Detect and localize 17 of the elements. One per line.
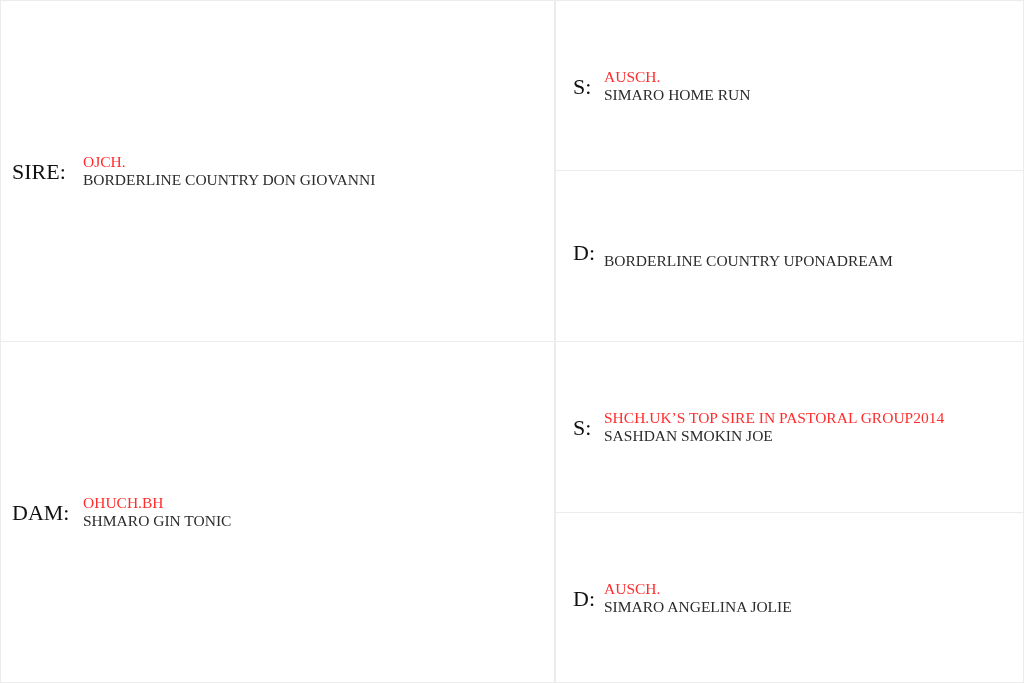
role-label: DAM: xyxy=(12,502,71,525)
dog-name: BORDERLINE COUNTRY UPONADREAM xyxy=(604,252,893,270)
title-abbreviation: AUSCH. xyxy=(604,67,661,86)
dog-name: SIMARO HOME RUN xyxy=(604,85,751,104)
title-abbreviation: AUSCH. xyxy=(604,579,661,598)
role-label: D: xyxy=(573,242,596,265)
dog-name: SIMARO ANGELINA JOLIE xyxy=(604,597,792,616)
title-abbreviation: OJCH. xyxy=(83,153,126,171)
role-label: S: xyxy=(573,75,593,98)
dog-name: BORDERLINE COUNTRY DON GIOVANNI xyxy=(83,171,376,189)
dog-name: SHMARO GIN TONIC xyxy=(83,512,232,530)
role-label: D: xyxy=(573,587,596,610)
role-label: SIRE: xyxy=(12,161,67,184)
dog-name: SASHDAN SMOKIN JOE xyxy=(604,427,773,445)
title-abbreviation: OHUCH.BH xyxy=(83,494,164,512)
title-abbreviation: SHCH.UK’S TOP SIRE IN PASTORAL GROUP2014 xyxy=(604,409,945,427)
role-label: S: xyxy=(573,417,593,440)
